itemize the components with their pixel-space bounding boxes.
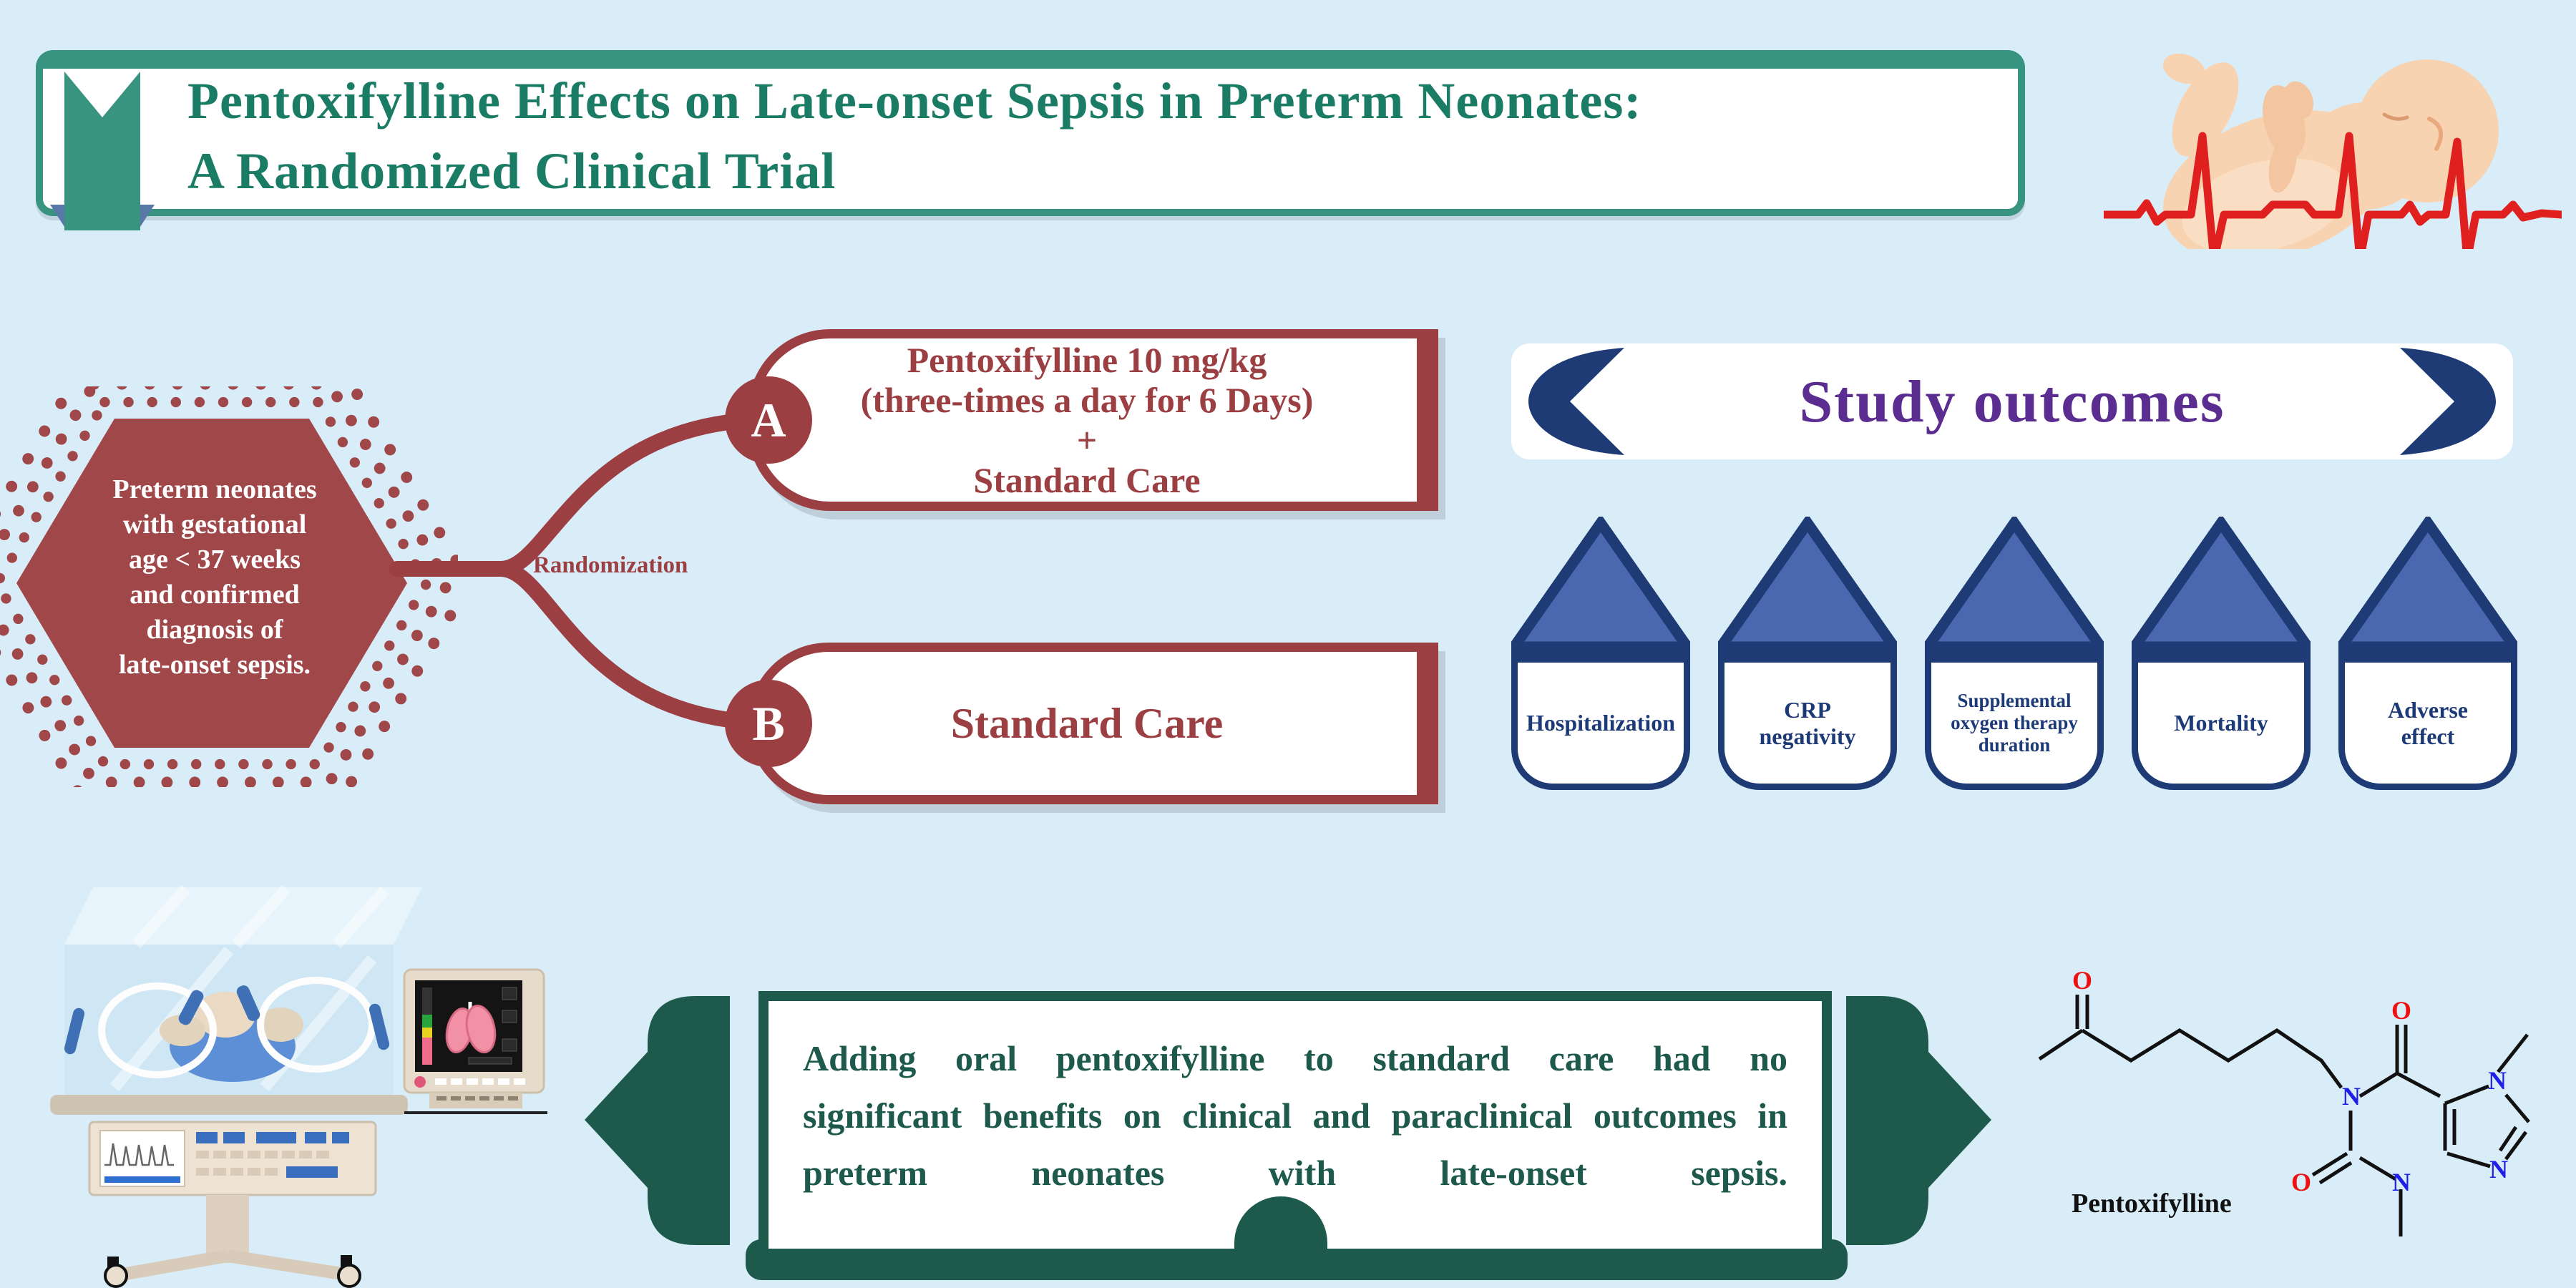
outcome-label: Hospitalization [1526,710,1675,736]
house-roof-icon [1925,517,2104,653]
svg-text:O: O [2072,966,2092,995]
baby-ecg-logo-icon [2104,53,2562,249]
chevron-right-icon [2400,348,2496,455]
outcomes-title: Study outcomes [1799,368,2225,435]
arm-b-badge: B [725,680,812,767]
arm-a-line-3: + [1076,420,1098,460]
title-line-2: A Randomized Clinical Trial [187,142,836,200]
house-roof-icon [1718,517,1897,653]
conclusion-text: Adding oral pentoxifylline to standard c… [803,1038,1787,1193]
incubator-illustration [50,884,547,1288]
outcome-label: Supplemental oxygen therapy duration [1951,690,2078,756]
outcome-house-hospitalization: Hospitalization [1511,517,1690,790]
arm-a-badge: A [725,376,812,464]
pentoxifylline-structure: O O O N N N N [2038,966,2530,1236]
house-roof-icon [2338,517,2517,653]
conclusion-pointers [585,996,1991,1245]
arm-a-line-4: Standard Care [973,460,1201,500]
ecg-trace [2104,132,2562,249]
arm-b-box: Standard Care [748,643,1438,804]
svg-text:O: O [2291,1168,2311,1196]
outcome-house-mortality: Mortality [2132,517,2311,790]
title-box [36,50,2025,216]
outcome-house-crp: CRP negativity [1718,517,1897,790]
svg-text:O: O [2391,996,2411,1025]
chevron-left-icon [1528,348,1624,455]
arm-a-line-1: Pentoxifylline 10 mg/kg [907,340,1267,380]
svg-text:N: N [2489,1155,2508,1184]
pointer-left-icon [585,996,730,1245]
svg-text:N: N [2392,1168,2411,1196]
outcome-label: Adverse effect [2388,696,2468,749]
randomization-label: Randomization [533,552,688,578]
outcome-house-adverse: Adverse effect [2338,517,2517,790]
vitals-monitor [403,968,547,1114]
molecule-label: Pentoxifylline [2072,1189,2232,1219]
conclusion-dome [1234,1196,1327,1264]
title-line-1: Pentoxifylline Effects on Late-onset Sep… [187,72,1642,130]
randomization-fork [389,411,781,731]
outcome-label: CRP negativity [1759,696,1856,749]
baby-silhouette [2162,53,2499,249]
bookmark-ribbon-icon [50,72,155,230]
pointer-right-icon [1846,996,1991,1245]
outcomes-banner: Study outcomes [1511,343,2513,459]
arm-a-line-2: (three-times a day for 6 Days) [860,380,1314,420]
outcome-house-oxygen: Supplemental oxygen therapy duration [1925,517,2104,790]
population-text: Preterm neonates with gestational age < … [112,474,317,680]
population-hexagon [0,386,458,787]
arm-b-line-1: Standard Care [950,700,1224,747]
house-roof-icon [1511,517,1690,653]
arm-a-box: Pentoxifylline 10 mg/kg (three-times a d… [748,329,1438,511]
svg-text:N: N [2342,1082,2361,1111]
house-roof-icon [2132,517,2311,653]
outcome-label: Mortality [2174,710,2268,736]
page-title: Pentoxifylline Effects on Late-onset Sep… [187,66,1962,206]
svg-text:N: N [2488,1066,2507,1095]
